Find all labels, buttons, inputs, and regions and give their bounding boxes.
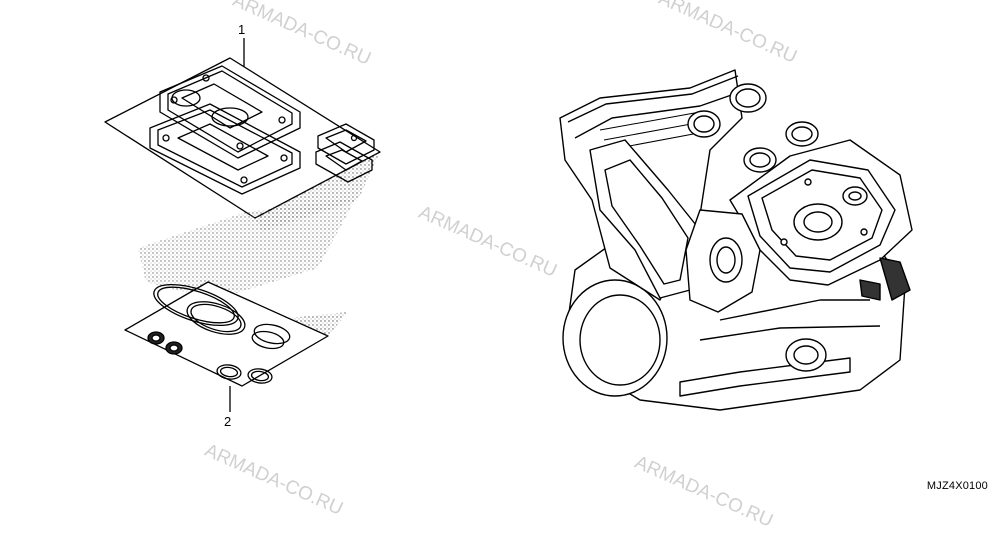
lower-gasket <box>149 103 301 195</box>
diagram-code: MJZ4X0100 <box>926 480 988 492</box>
head-cover-gasket <box>159 65 301 159</box>
small-ring-2 <box>247 368 273 384</box>
engine-illustration <box>559 69 913 411</box>
o-ring-medium <box>253 323 291 345</box>
dotted-band <box>138 198 356 300</box>
callout-number-2: 2 <box>224 414 232 429</box>
gasket-kit-2[interactable] <box>124 276 348 412</box>
small-ring-1 <box>216 364 242 380</box>
port-gasket <box>317 123 375 165</box>
parts-diagram <box>104 38 913 412</box>
o-ring-large-2 <box>186 301 246 335</box>
callout-number-1: 1 <box>238 22 246 37</box>
